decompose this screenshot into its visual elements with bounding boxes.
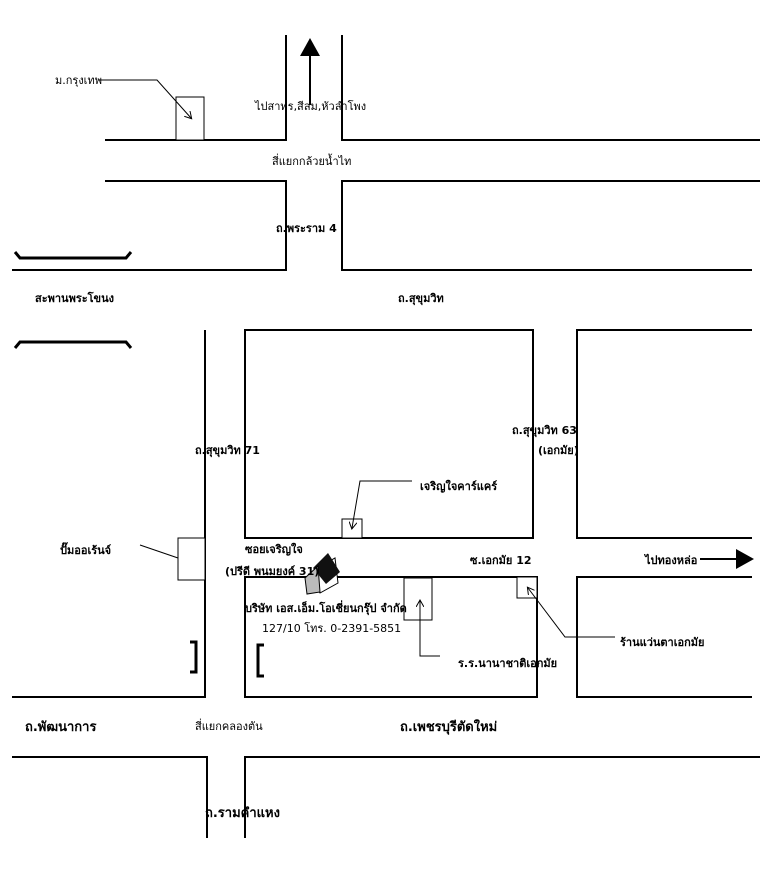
bracket-right: [256, 643, 264, 678]
label-to-sathorn: ไปสาทร,สีลม,หัวลำโพง: [254, 99, 366, 113]
bangkok-university-marker: [175, 96, 205, 141]
bridge-symbol-bottom: [13, 340, 133, 349]
label-charoenjai-carcare: เจริญใจคาร์แคร์: [420, 479, 497, 493]
label-to-thonglor: ไปทองหล่อ: [643, 553, 697, 567]
carcare-marker: [341, 518, 363, 539]
label-khlongtan-junction: สี่แยกคลองตัน: [195, 718, 263, 733]
optical-shop-marker: [516, 576, 538, 599]
label-ekkamai-12: ซ.เอกมัย 12: [470, 554, 532, 567]
label-orange-pump: ปั๊มออเร้นจ์: [60, 542, 111, 557]
label-petchburi-road: ถ.เพชรบุรีตัดใหม่: [400, 718, 497, 735]
road-lines: [12, 35, 760, 838]
label-kluaynamthai-junction: สี่แยกกล้วยน้ำไท: [272, 153, 352, 168]
school-marker: [403, 577, 433, 621]
bracket-left: [190, 640, 198, 674]
company-house-icon: [304, 553, 340, 595]
label-bangkok-university: ม.กรุงเทพ: [55, 74, 102, 87]
label-phrakhanong-bridge: สะพานพระโขนง: [35, 291, 114, 305]
label-ekkamai-school: ร.ร.นานาชาติเอกมัย: [458, 657, 557, 670]
label-company-address: 127/10 โทร. 0-2391-5851: [262, 621, 401, 635]
label-sukhumvit-71: ถ.สุขุมวิท 71: [195, 444, 260, 458]
orange-pump-marker: [177, 537, 206, 581]
label-pridi-31: (ปรีดี พนมยงค์ 31): [225, 565, 319, 578]
label-optical-shop: ร้านแว่นตาเอกมัย: [620, 636, 704, 649]
label-rama4-road: ถ.พระราม 4: [276, 222, 337, 235]
label-sukhumvit-63: ถ.สุขุมวิท 63: [512, 424, 577, 438]
label-sukhumvit-road: ถ.สุขุมวิท: [398, 292, 444, 306]
label-pattanakarn-road: ถ.พัฒนาการ: [25, 720, 96, 735]
label-ramkhamhaeng-road: ถ.รามคำแหง: [205, 805, 280, 821]
bridge-symbol-top: [13, 251, 133, 260]
label-soi-charoenjai: ซอยเจริญใจ: [245, 542, 303, 556]
label-ekkamai: (เอกมัย): [538, 444, 579, 457]
label-company-name: บริษัท เอส.เอ็ม.โอเชี่ยนกรุ๊ป จำกัด: [245, 600, 407, 616]
